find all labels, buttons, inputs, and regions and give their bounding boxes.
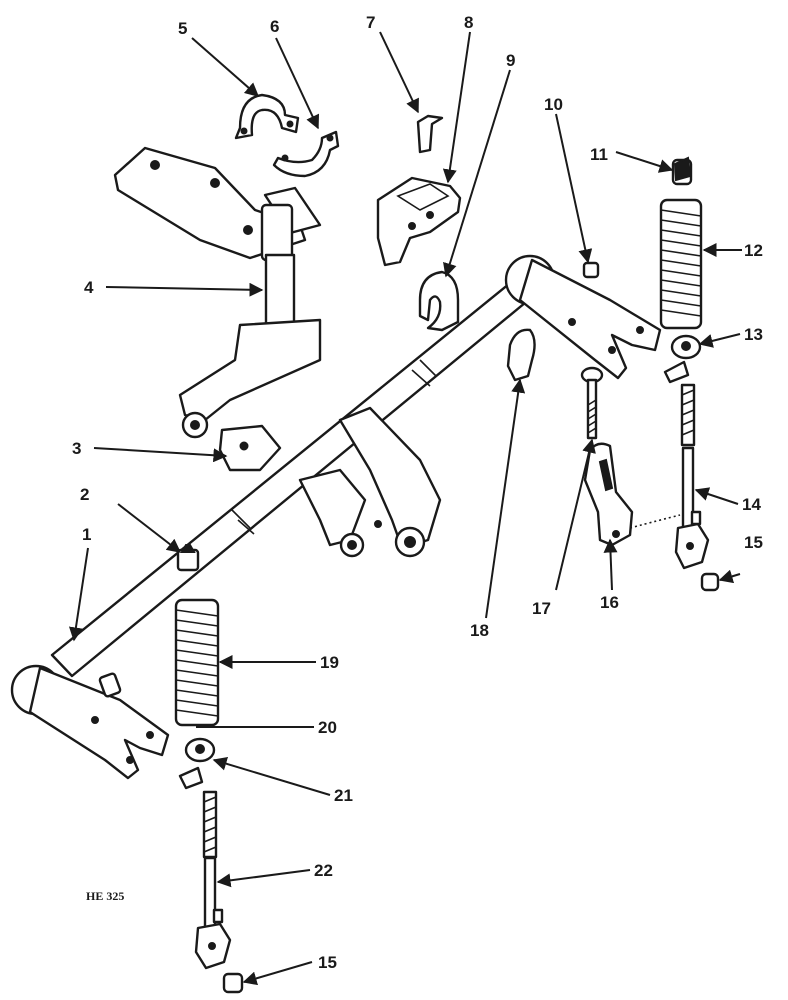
callout-22: 22 (314, 861, 333, 880)
callout-18: 18 (470, 621, 489, 640)
figure-code: HE 325 (86, 889, 124, 903)
callout-15-bottom: 15 (318, 953, 337, 972)
right-spring-seat (663, 334, 702, 384)
callout-21: 21 (334, 786, 353, 805)
left-rod (194, 790, 232, 970)
callout-15-top: 15 (744, 533, 763, 552)
callout-20: 20 (318, 718, 337, 737)
grease-fitting (176, 544, 200, 572)
small-bracket (506, 328, 536, 382)
callout-1: 1 (82, 525, 91, 544)
cotter-block-left (222, 972, 244, 994)
bushing-half (418, 270, 460, 332)
callout-19: 19 (320, 653, 339, 672)
upper-bracket-plate (113, 146, 322, 439)
link (583, 442, 634, 547)
clamp-lower (272, 130, 340, 178)
callout-5: 5 (178, 19, 187, 38)
right-spring (659, 198, 703, 330)
right-rod (674, 383, 710, 570)
bearing-bracket (376, 176, 462, 267)
callout-7: 7 (366, 13, 375, 32)
callout-16: 16 (600, 593, 619, 612)
small-block (582, 261, 600, 279)
pin (98, 672, 122, 698)
callout-8: 8 (464, 13, 473, 32)
callout-13: 13 (744, 325, 763, 344)
callout-3: 3 (72, 439, 81, 458)
clamp-upper (234, 93, 300, 140)
key (416, 114, 444, 154)
cotter-block-right (700, 572, 720, 592)
callout-12: 12 (744, 241, 763, 260)
center-yoke (218, 406, 442, 558)
callout-6: 6 (270, 17, 279, 36)
left-spring-seat (178, 737, 216, 790)
leader-lines (68, 31, 742, 986)
left-spring (174, 598, 220, 727)
callout-11: 11 (590, 145, 608, 164)
callout-2: 2 (80, 485, 89, 504)
left-lever-arm (10, 664, 170, 780)
callout-14: 14 (742, 495, 761, 514)
callout-numbers: 1 2 3 4 5 6 7 8 9 10 11 12 13 14 15 16 1… (72, 13, 763, 972)
right-lever-arm (504, 254, 662, 380)
callout-4: 4 (84, 278, 94, 297)
right-spring-cap (671, 156, 693, 186)
callout-17: 17 (532, 599, 551, 618)
callout-9: 9 (506, 51, 515, 70)
callout-10: 10 (544, 95, 563, 114)
bolt (580, 366, 604, 440)
